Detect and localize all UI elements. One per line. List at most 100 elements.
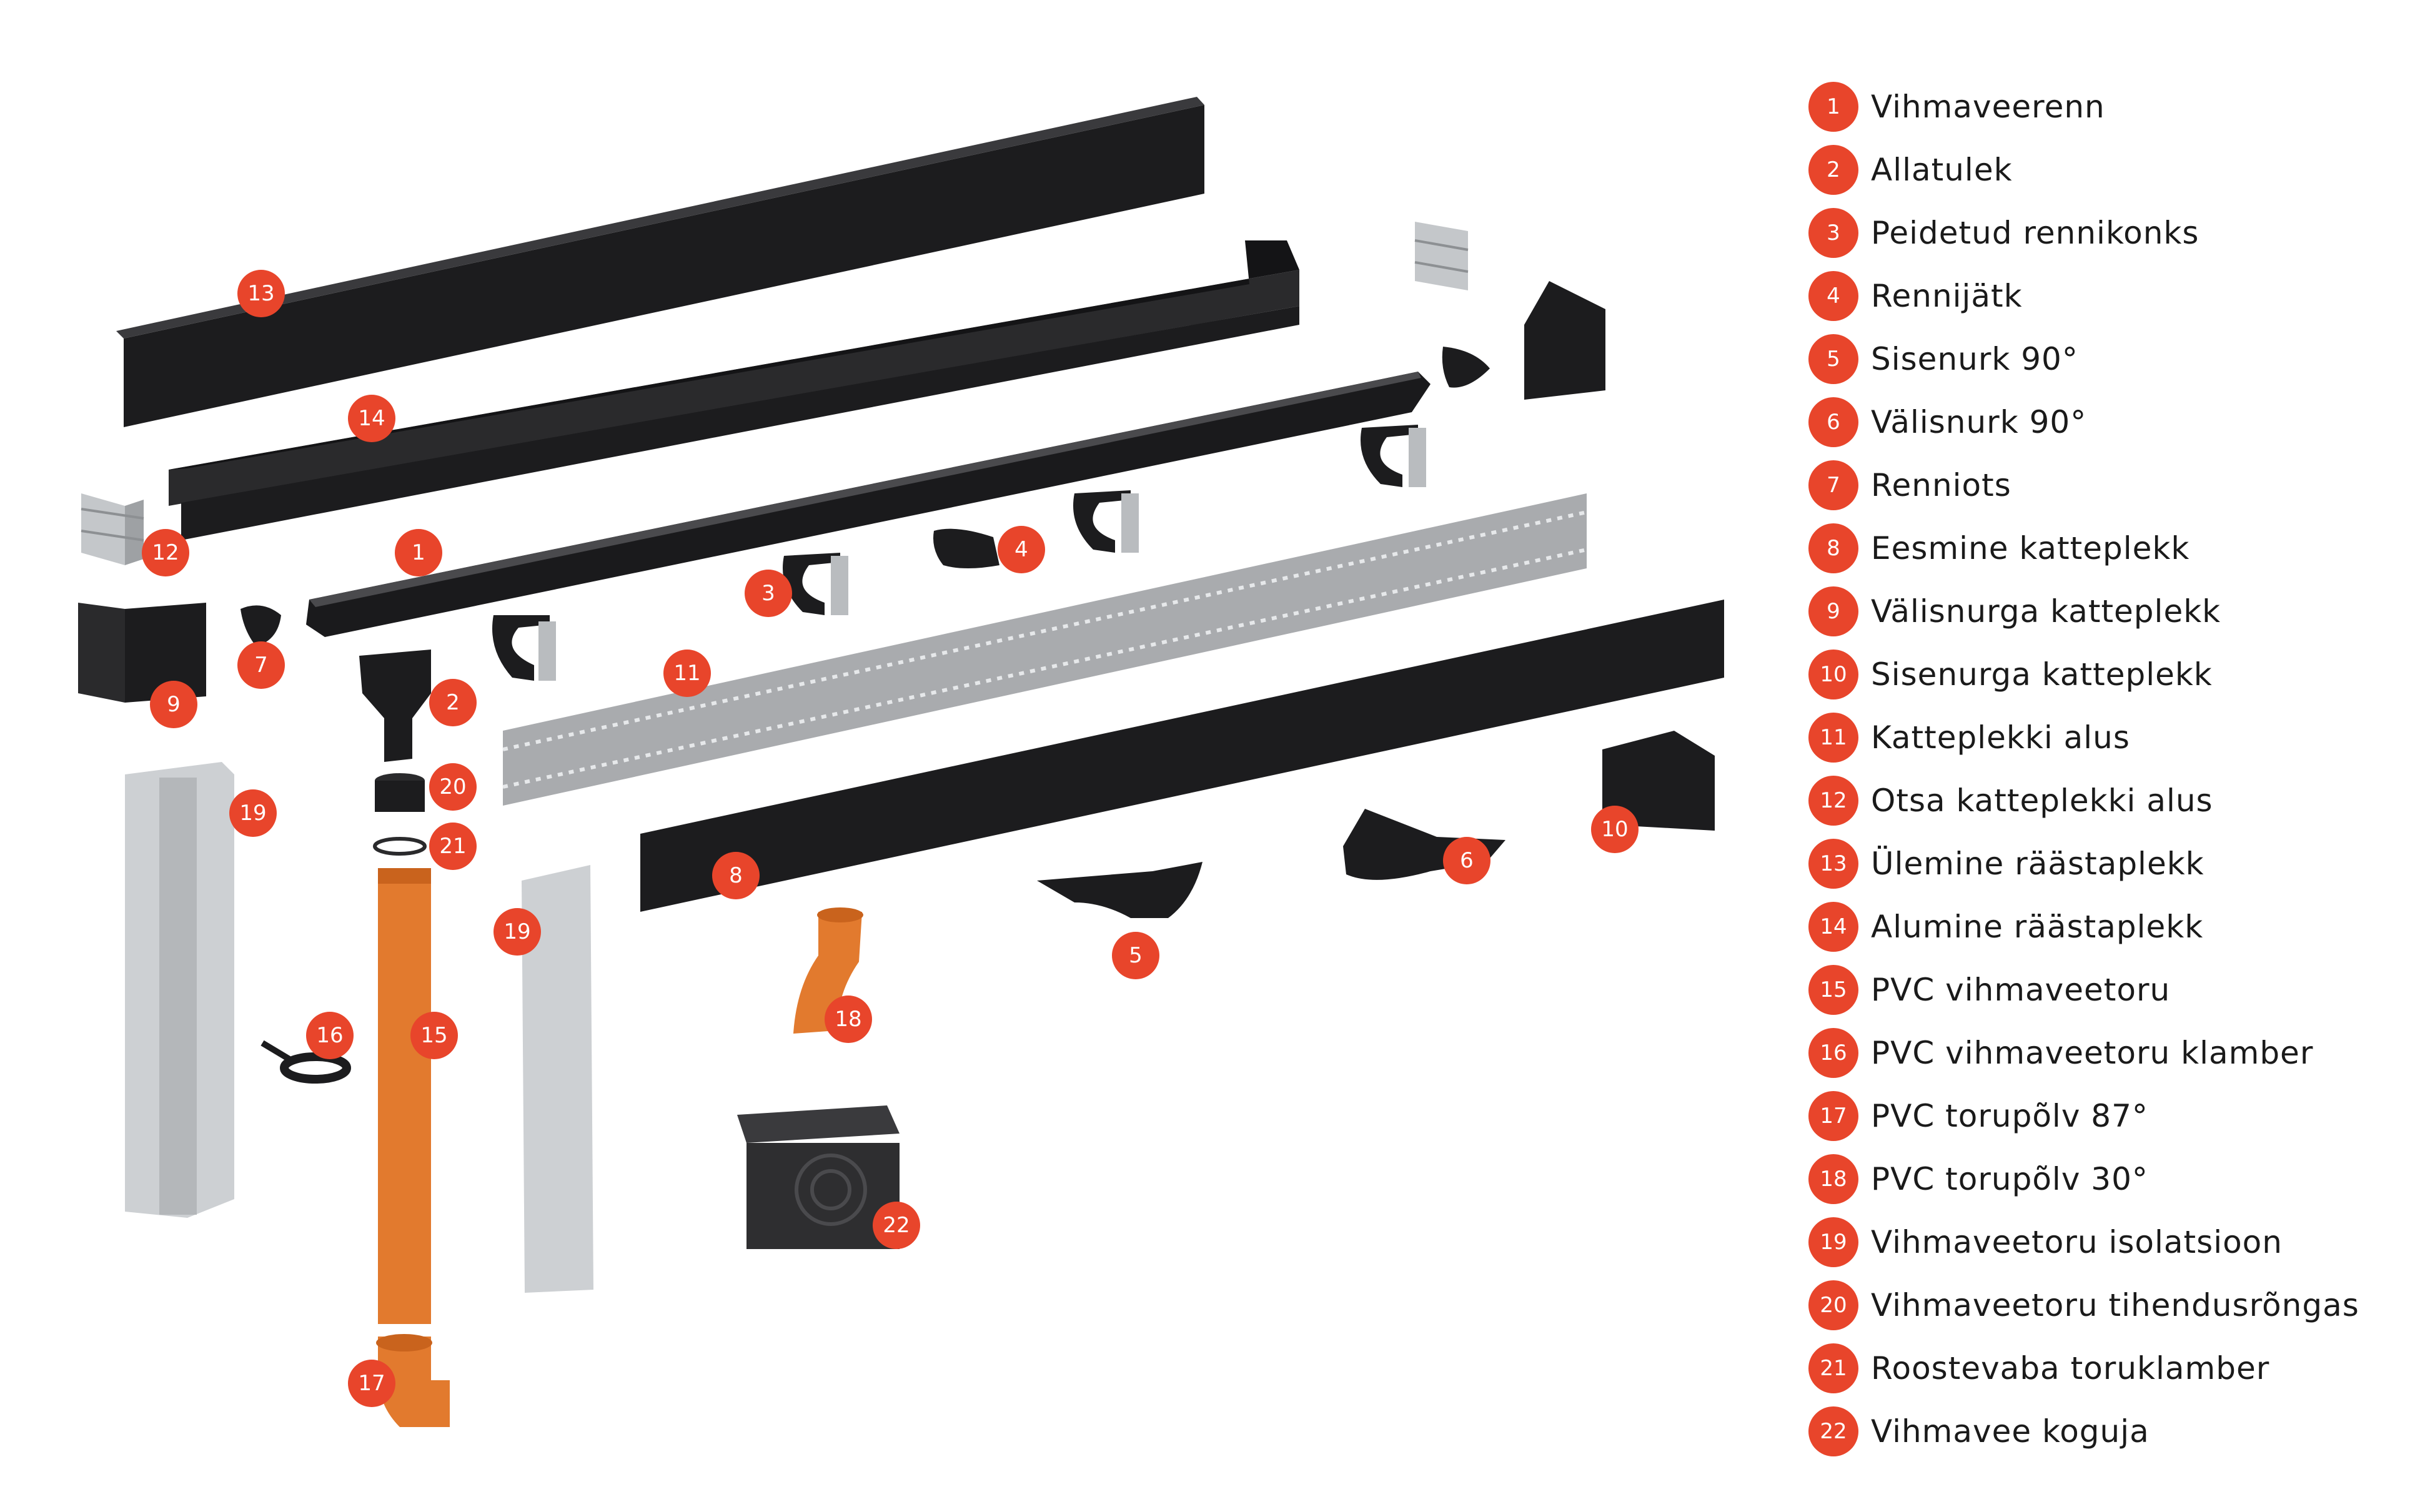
- legend-label: Alumine räästaplekk: [1871, 908, 2204, 945]
- svg-text:19: 19: [503, 919, 530, 944]
- callout-21: 21: [429, 823, 477, 870]
- part-corner-end-cap: [1442, 347, 1490, 388]
- legend-item: 21 Roostevaba toruklamber: [1808, 1337, 2421, 1400]
- callout-17: 17: [348, 1360, 395, 1407]
- svg-text:20: 20: [439, 774, 466, 799]
- callout-3: 3: [745, 570, 792, 617]
- legend-label: Otsa katteplekki alus: [1871, 782, 2213, 819]
- legend-label: Allatulek: [1871, 151, 2013, 188]
- callout-19: 19: [229, 789, 277, 837]
- callout-11: 11: [663, 650, 711, 697]
- part-seal-ring: [375, 773, 425, 812]
- svg-text:19: 19: [239, 801, 266, 826]
- callout-1: 1: [395, 529, 442, 576]
- callout-19: 19: [493, 908, 541, 956]
- svg-text:12: 12: [152, 540, 179, 565]
- part-cover-flashing-base: [502, 493, 1587, 806]
- legend-number-badge: 21: [1808, 1343, 1858, 1393]
- legend-label: PVC vihmaveetoru: [1871, 971, 2171, 1008]
- legend-item: 15 PVC vihmaveetoru: [1808, 958, 2421, 1021]
- svg-text:14: 14: [358, 406, 385, 431]
- part-pvc-pipe: [378, 868, 431, 1324]
- legend-number-badge: 1: [1808, 81, 1858, 132]
- svg-text:2: 2: [446, 690, 460, 715]
- legend-number-badge: 12: [1808, 775, 1858, 826]
- part-front-cover-flashing: [640, 600, 1724, 912]
- legend-number-badge: 18: [1808, 1154, 1858, 1204]
- svg-text:1: 1: [412, 540, 425, 565]
- callout-20: 20: [429, 763, 477, 811]
- svg-text:13: 13: [247, 281, 274, 306]
- callout-13: 13: [237, 270, 285, 317]
- legend-number-badge: 22: [1808, 1406, 1858, 1456]
- part-hidden-hooks: [492, 425, 1426, 681]
- svg-text:22: 22: [883, 1213, 910, 1238]
- legend-number-badge: 17: [1808, 1090, 1858, 1141]
- part-pvc-pipe-clamp: [260, 1040, 351, 1084]
- svg-text:11: 11: [673, 661, 700, 686]
- svg-text:3: 3: [761, 581, 775, 606]
- part-gutter: [306, 372, 1431, 637]
- legend-number-badge: 6: [1808, 397, 1858, 447]
- callout-7: 7: [237, 641, 285, 689]
- callout-8: 8: [712, 852, 760, 899]
- callout-14: 14: [348, 395, 395, 442]
- legend-label: Eesmine katteplekk: [1871, 530, 2190, 566]
- legend-number-badge: 16: [1808, 1027, 1858, 1078]
- legend-label: Ülemine räästaplekk: [1871, 845, 2204, 882]
- part-downpipe-outlet: [359, 650, 431, 762]
- part-pipe-insulation: [125, 762, 593, 1293]
- legend-number-badge: 15: [1808, 964, 1858, 1015]
- callout-16: 16: [306, 1012, 354, 1059]
- legend-number-badge: 14: [1808, 901, 1858, 952]
- legend-item: 13 Ülemine räästaplekk: [1808, 832, 2421, 895]
- part-gutter-joint: [933, 528, 999, 568]
- legend-number-badge: 10: [1808, 649, 1858, 699]
- part-corner-flashing-base: [1414, 222, 1469, 290]
- legend-label: Vihmaveetoru tihendusrõngas: [1871, 1287, 2359, 1323]
- callout-6: 6: [1443, 837, 1490, 884]
- callout-18: 18: [825, 996, 872, 1043]
- legend-number-badge: 9: [1808, 586, 1858, 636]
- svg-text:16: 16: [316, 1023, 343, 1048]
- legend-item: 14 Alumine räästaplekk: [1808, 895, 2421, 958]
- legend-label: Välisnurk 90°: [1871, 403, 2087, 440]
- svg-text:21: 21: [439, 834, 466, 859]
- legend-number-badge: 11: [1808, 712, 1858, 763]
- legend-label: Sisenurk 90°: [1871, 340, 2078, 377]
- part-pvc-elbow-30: [793, 907, 863, 1034]
- legend-number-badge: 7: [1808, 460, 1858, 510]
- part-internal-corner-cover: [1602, 731, 1715, 831]
- callout-2: 2: [429, 679, 477, 726]
- legend-item: 6 Välisnurk 90°: [1808, 390, 2421, 453]
- svg-text:6: 6: [1460, 848, 1474, 873]
- part-end-flashing-base: [81, 493, 144, 565]
- callout-12: 12: [142, 529, 189, 576]
- legend-item: 10 Sisenurga katteplekk: [1808, 643, 2421, 706]
- callout-22: 22: [873, 1202, 920, 1249]
- part-pvc-elbow-87: [376, 1334, 450, 1427]
- legend-label: Roostevaba toruklamber: [1871, 1350, 2270, 1386]
- legend-label: Peidetud rennikonks: [1871, 214, 2199, 251]
- part-internal-corner: [1037, 862, 1203, 918]
- legend-number-badge: 4: [1808, 270, 1858, 321]
- legend-number-badge: 13: [1808, 838, 1858, 889]
- legend-number-badge: 20: [1808, 1280, 1858, 1330]
- svg-text:9: 9: [167, 692, 181, 717]
- svg-text:18: 18: [835, 1007, 861, 1032]
- legend-label: Vihmaveetoru isolatsioon: [1871, 1223, 2283, 1260]
- legend-number-badge: 2: [1808, 144, 1858, 195]
- legend-label: Sisenurga katteplekk: [1871, 656, 2213, 693]
